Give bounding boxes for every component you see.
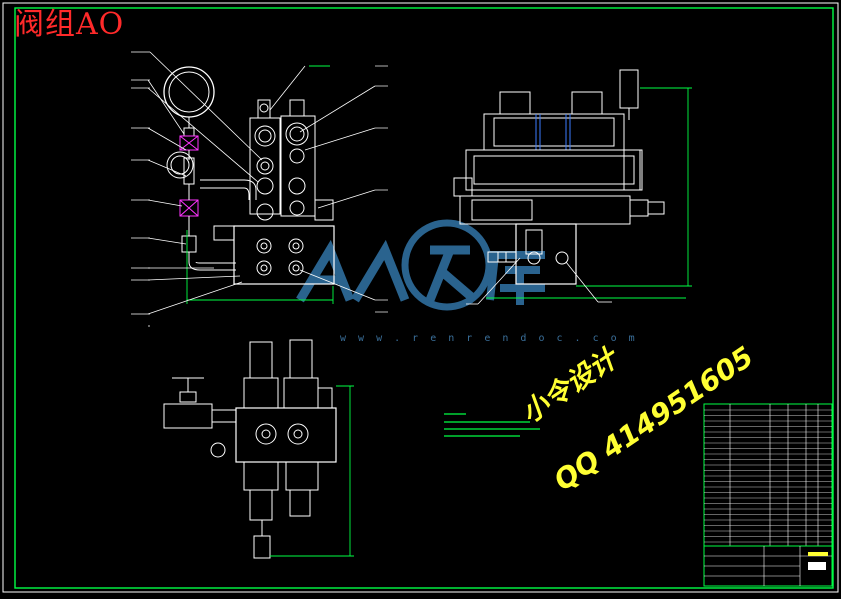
front-view-dimensions <box>186 65 334 304</box>
side-view <box>453 69 665 285</box>
top-view-dimensions <box>270 385 354 557</box>
bom-rows <box>704 409 832 543</box>
top-view <box>163 339 337 559</box>
technical-notes <box>444 413 540 437</box>
front-view <box>163 66 335 285</box>
side-view-dimensions <box>486 87 692 299</box>
drawing-title: 阀组AO <box>14 7 125 42</box>
bill-of-materials <box>703 403 833 547</box>
watermark-logo <box>296 219 545 311</box>
side-view-leaders <box>466 257 612 305</box>
front-view-balloons <box>131 51 388 315</box>
title-block <box>703 545 833 587</box>
front-view-leaders <box>147 51 376 327</box>
drawing-frame <box>14 7 834 589</box>
watermark-url: w w w . r e n r e n d o c . c o m <box>340 333 638 344</box>
